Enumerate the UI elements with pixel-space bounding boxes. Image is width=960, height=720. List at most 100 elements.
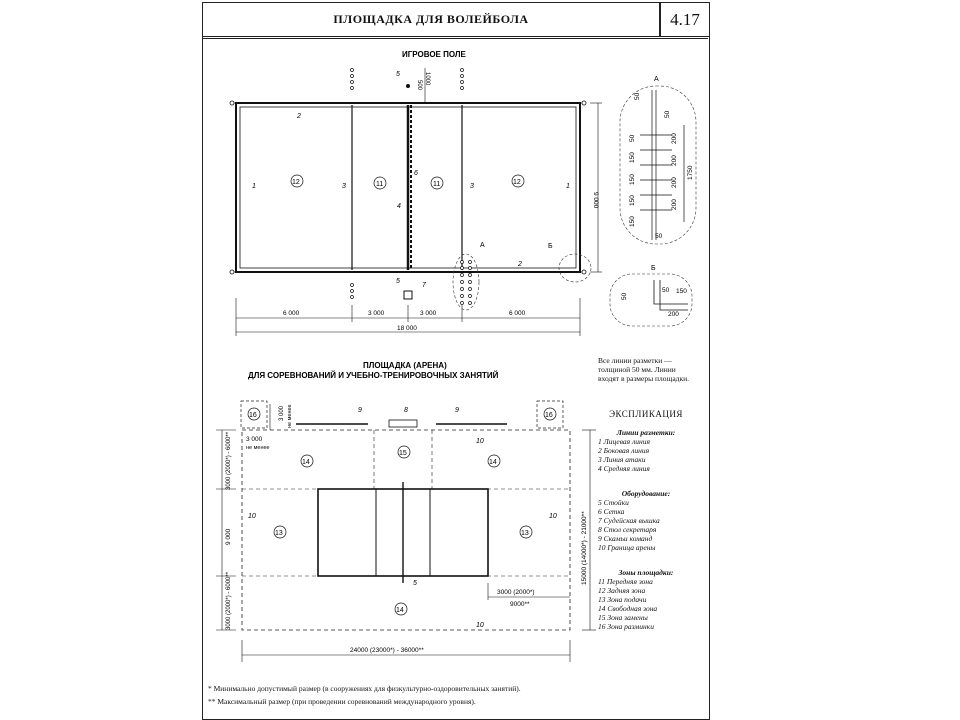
legend-item: 16 Зона разминки <box>598 622 654 631</box>
zone-back-right: 12 <box>513 179 521 186</box>
legend-item: 1 Лицевая линия <box>598 437 651 446</box>
dim-corner-w: 3 000 <box>246 436 263 443</box>
callout-3-right: 3 <box>470 183 474 190</box>
detail-a-l-2: 150 <box>629 152 636 163</box>
dim-width: 9 000 <box>592 192 599 209</box>
sheet-number: 4.17 <box>660 2 710 37</box>
explication-lines: Линии разметки: 1 Лицевая линия 2 Бокова… <box>598 428 694 473</box>
callout-5-bottom: 5 <box>396 278 400 285</box>
dim-corner-h-note: не менее <box>287 404 293 428</box>
legend-item: 12 Задняя зона <box>598 586 646 595</box>
zone-front-left: 11 <box>376 181 383 188</box>
arena-border-4: 10 <box>476 622 484 629</box>
detail-b-lines <box>653 280 688 311</box>
dim-corner-h: 3 000 <box>279 405 285 421</box>
warmup-left-num: 16 <box>249 412 257 419</box>
zone-back-left: 12 <box>292 179 300 186</box>
zone-serve-left: 13 <box>275 530 283 537</box>
group-equipment-title: Оборудование: <box>621 489 671 498</box>
dim-left-mid: 9 000 <box>225 528 232 545</box>
detail-a-top-2: 50 <box>664 110 671 118</box>
callout-1-left: 1 <box>252 183 256 190</box>
detail-a-r-4: 200 <box>671 199 678 210</box>
warmup-zone-left <box>240 400 268 429</box>
dim-6000-right: 6 000 <box>509 310 526 317</box>
dim-total: 18 000 <box>397 325 417 332</box>
dim-6000-left: 6 000 <box>283 310 300 317</box>
detail-b-dim-2: 50 <box>662 287 670 294</box>
referee-stand <box>403 290 413 300</box>
legend-item: 15 Зона замены <box>598 613 648 622</box>
detail-a-r-2: 200 <box>671 155 678 166</box>
warmup-zone-right <box>536 400 564 429</box>
callout-2-top: 2 <box>296 113 301 120</box>
posts <box>229 100 587 275</box>
detail-b-label: Б <box>651 265 656 272</box>
arena-court <box>317 482 489 583</box>
legend-item: 10 Граница арены <box>598 543 656 552</box>
bench-left-label: 9 <box>358 407 362 414</box>
footnote-max: ** Максимальный размер (при проведении с… <box>208 697 476 706</box>
detail-a-lines <box>640 90 685 240</box>
view-a-label: А <box>480 242 485 249</box>
arena-title-1: ПЛОЩАДКА (АРЕНА) <box>363 361 447 370</box>
legend-item: 11 Передняя зона <box>598 577 653 586</box>
detail-a-l-5: 150 <box>629 216 636 227</box>
callout-6: 6 <box>414 170 418 177</box>
arena-border-1: 10 <box>476 438 484 445</box>
callout-7: 7 <box>422 282 427 289</box>
dim-free-zone: 3000 (2000*) <box>497 589 535 596</box>
explication-zones: Зоны площадки: 11 Передняя зона 12 Задня… <box>598 568 694 631</box>
zone-free-right: 14 <box>489 459 497 466</box>
view-a-marker <box>452 253 480 311</box>
lines-note: Все линии разметки — толщиной 50 мм. Лин… <box>598 356 690 383</box>
legend-item: 9 Скамьи команд <box>598 534 653 543</box>
view-b-marker <box>558 253 592 283</box>
dim-left-bottom: 3000 (2000*) - 6000** <box>226 571 232 630</box>
court-outline <box>232 102 584 273</box>
legend-item: 8 Стол секретаря <box>598 525 657 534</box>
detail-a-bottom: 50 <box>655 233 663 240</box>
detail-a-r-3: 200 <box>671 177 678 188</box>
content-frame <box>202 38 708 679</box>
bench-right-label: 9 <box>455 407 459 414</box>
detail-a-top-1: 50 <box>634 92 641 100</box>
net-mark-1000: 1000 <box>424 72 430 86</box>
dim-right-total: 15000 (14000*) - 21000** <box>581 511 588 585</box>
legend-item: 3 Линия атаки <box>598 455 646 464</box>
view-b-label: Б <box>548 243 553 250</box>
zone-front-right: 11 <box>433 181 440 188</box>
dim-3000-right: 3 000 <box>420 310 437 317</box>
detail-a-l-1: 50 <box>629 134 636 142</box>
detail-a-label: А <box>654 76 659 83</box>
legend-item: 13 Зона подачи <box>598 595 647 604</box>
explication-title: ЭКСПЛИКАЦИЯ <box>609 409 683 419</box>
legend-item: 5 Стойки <box>598 498 629 507</box>
arena-title-2: ДЛЯ СОРЕВНОВАНИЙ И УЧЕБНО-ТРЕНИРОВОЧНЫХ … <box>248 371 499 380</box>
callout-2-bottom: 2 <box>517 261 522 268</box>
zone-free-left: 14 <box>302 459 310 466</box>
detail-a-frame <box>619 85 697 245</box>
callout-3-left: 3 <box>342 183 346 190</box>
detail-b-frame <box>609 273 693 327</box>
legend-item: 4 Средняя линия <box>598 464 650 473</box>
explication-equipment: Оборудование: 5 Стойки 6 Сетка 7 Судейск… <box>598 489 694 552</box>
legend-item: 6 Сетка <box>598 507 625 516</box>
legend-item: 2 Боковая линия <box>598 446 650 455</box>
callout-4: 4 <box>397 203 401 210</box>
detail-a-l-3: 150 <box>629 174 636 185</box>
dim-3000-left: 3 000 <box>368 310 385 317</box>
detail-a-r-1: 200 <box>671 133 678 144</box>
sheet-title: ПЛОЩАДКА ДЛЯ ВОЛЕЙБОЛА <box>202 2 660 37</box>
zone-serve-right: 13 <box>521 530 529 537</box>
detail-a-l-4: 150 <box>629 195 636 206</box>
dim-corner-note: не менее <box>246 445 270 451</box>
zone-substitution: 15 <box>399 450 407 457</box>
group-zones-title: Зоны площадки: <box>618 568 674 577</box>
team-benches <box>296 419 507 428</box>
net-mark-500: 500 <box>416 80 422 91</box>
warmup-dots <box>350 68 472 305</box>
arena-border-2: 10 <box>248 513 256 520</box>
arena-boundary <box>241 429 571 631</box>
